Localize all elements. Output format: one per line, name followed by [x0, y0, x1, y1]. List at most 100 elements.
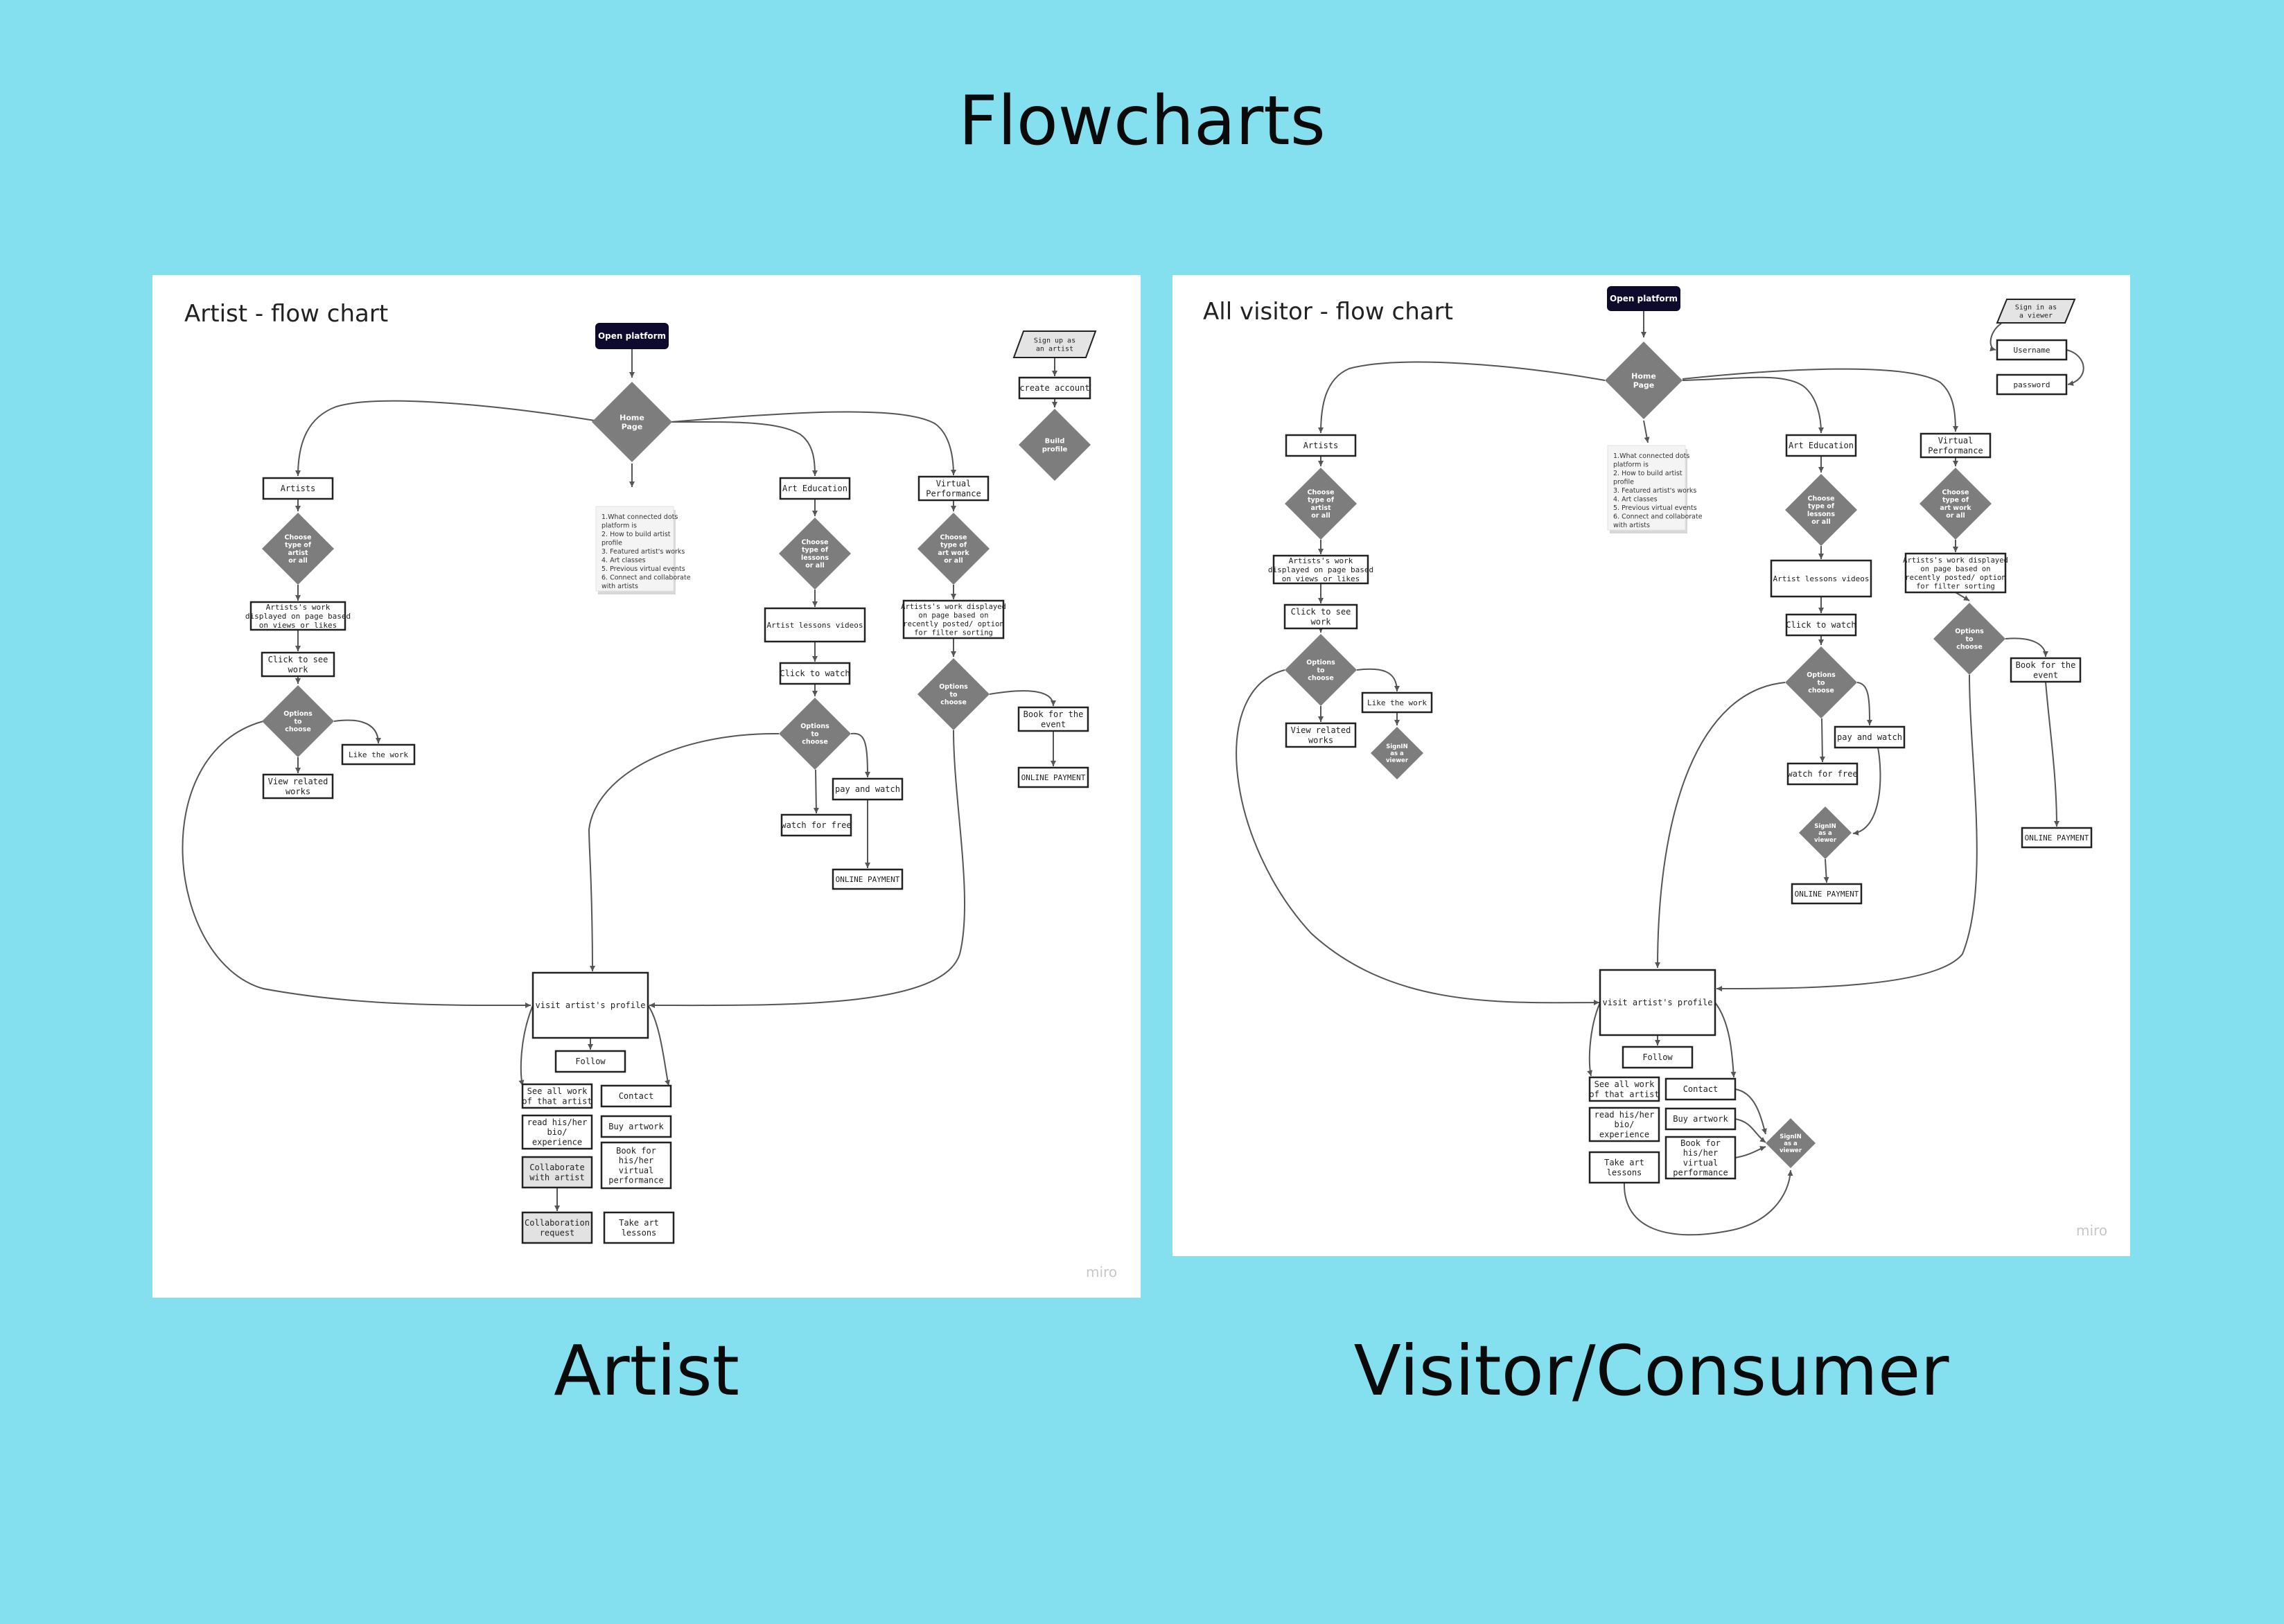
- node-online-pay-b[interactable]: ONLINE PAYMENT: [1017, 766, 1089, 788]
- flow-arrow: [1714, 1002, 1737, 1078]
- node-buy[interactable]: Buy artwork: [600, 1115, 672, 1138]
- svg-text:Buy artwork: Buy artwork: [1673, 1114, 1728, 1124]
- node-click-watch[interactable]: Click to watch: [779, 662, 851, 685]
- node-open[interactable]: Open platform: [1607, 286, 1680, 311]
- node-online-pay-a[interactable]: ONLINE PAYMENT: [1791, 883, 1863, 905]
- node-follow[interactable]: Follow: [1622, 1045, 1694, 1069]
- svg-text:password: password: [2014, 380, 2050, 389]
- node-lessons[interactable]: Artist lessons videos: [764, 607, 866, 643]
- artist-chart-title: Artist - flow chart: [184, 300, 388, 328]
- node-online-pay-b[interactable]: ONLINE PAYMENT: [2021, 827, 2093, 849]
- node-pay-watch[interactable]: pay and watch: [1834, 725, 1906, 749]
- node-contact[interactable]: Contact: [600, 1084, 672, 1108]
- node-open[interactable]: Open platform: [595, 323, 669, 349]
- node-click-watch[interactable]: Click to watch: [1785, 613, 1857, 637]
- node-username[interactable]: Username: [1996, 339, 2068, 361]
- node-create[interactable]: create account: [1018, 376, 1091, 400]
- node-watch-free[interactable]: watch for free: [780, 813, 852, 837]
- node-contact[interactable]: Contact: [1664, 1077, 1737, 1101]
- node-like[interactable]: Like the work: [341, 743, 416, 766]
- node-buy[interactable]: Buy artwork: [1664, 1107, 1737, 1131]
- node-visit[interactable]: visit artist's profile: [532, 971, 649, 1039]
- node-pay-watch[interactable]: pay and watch: [832, 777, 904, 801]
- node-lessons[interactable]: Artist lessons videos: [1770, 559, 1872, 598]
- node-artists[interactable]: Artists: [1285, 434, 1357, 457]
- node-watch-free[interactable]: watch for free: [1786, 762, 1859, 786]
- miro-watermark: miro: [2076, 1222, 2107, 1239]
- artist-caption: Artist: [554, 1330, 739, 1411]
- node-like[interactable]: Like the work: [1361, 691, 1433, 714]
- flow-arrow: [670, 411, 956, 476]
- svg-text:visit artist's profile: visit artist's profile: [536, 1000, 646, 1010]
- svg-text:watch for free: watch for free: [781, 820, 851, 830]
- flow-arrow: [1236, 669, 1600, 1006]
- node-online-pay-a[interactable]: ONLINE PAYMENT: [832, 868, 904, 890]
- node-visit[interactable]: visit artist's profile: [1599, 969, 1716, 1036]
- svg-text:Artists: Artists: [281, 484, 316, 493]
- node-artists[interactable]: Artists: [262, 477, 334, 500]
- flow-arrow: [1989, 323, 2002, 352]
- node-password[interactable]: password: [1996, 373, 2068, 396]
- flow-arrow: [1716, 674, 1978, 991]
- svg-text:Like the work: Like the work: [1367, 698, 1427, 707]
- node-follow[interactable]: Follow: [554, 1050, 626, 1073]
- node-arted[interactable]: Art Education: [1785, 434, 1857, 457]
- node-arted[interactable]: Art Education: [779, 477, 851, 500]
- svg-text:ONLINE PAYMENT: ONLINE PAYMENT: [1795, 890, 1859, 899]
